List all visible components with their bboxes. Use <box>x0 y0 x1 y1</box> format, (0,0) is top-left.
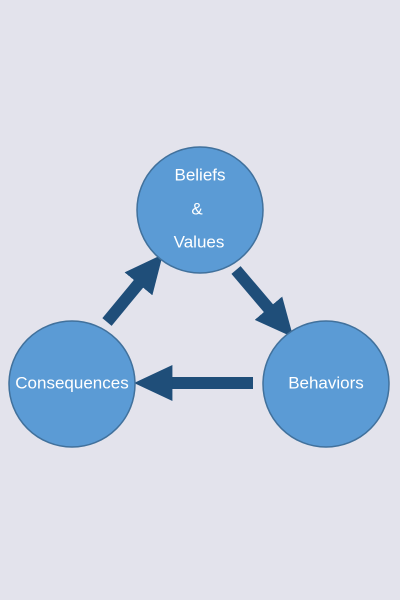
node-beliefs-label-line3: Values <box>174 232 225 251</box>
node-beliefs-label-line1: Beliefs <box>174 165 225 184</box>
arrow-consequences-to-beliefs <box>102 254 163 326</box>
arrow-beliefs-to-behaviors <box>231 266 294 338</box>
node-behaviors-circle <box>262 320 390 448</box>
node-consequences-circle <box>8 320 136 448</box>
node-beliefs-label-line2: & <box>191 199 203 218</box>
node-behaviors: Behaviors <box>262 320 390 448</box>
node-consequences-label: Consequences <box>15 373 128 392</box>
node-behaviors-label: Behaviors <box>288 373 364 392</box>
node-consequences: Consequences <box>8 320 136 448</box>
node-beliefs-values-circle <box>136 146 264 274</box>
node-beliefs-values: Beliefs & Values <box>136 146 264 274</box>
